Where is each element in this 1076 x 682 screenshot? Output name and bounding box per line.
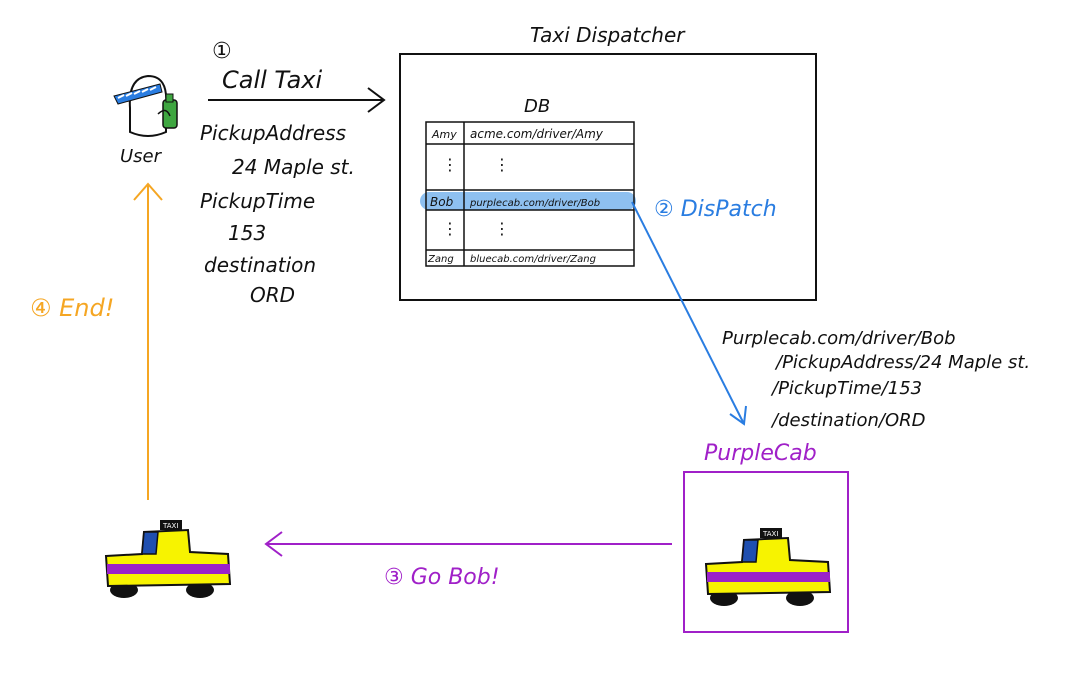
user-label: User xyxy=(120,146,163,167)
field-key-pickup-time: PickupTime xyxy=(200,189,315,213)
go-bob-label: ③ Go Bob! xyxy=(384,565,500,590)
db-row-url: ⋮ xyxy=(494,155,510,174)
db-row-url: purplecab.com/driver/Bob xyxy=(469,198,600,209)
request-url-line: /PickupTime/153 xyxy=(770,378,922,399)
call-arrow xyxy=(208,87,386,113)
call-step-label: ① xyxy=(212,39,232,64)
field-value-destination: ORD xyxy=(250,283,295,307)
field-key-destination: destination xyxy=(204,253,316,277)
request-url-line: Purplecab.com/driver/Bob xyxy=(722,328,956,349)
request-url-line: /destination/ORD xyxy=(770,410,926,431)
end-arrow xyxy=(133,182,163,500)
field-value-pickup-address: 24 Maple st. xyxy=(232,155,355,179)
db-row-name: ⋮ xyxy=(442,219,458,238)
taxi-icon: TAXI xyxy=(705,527,831,607)
call-taxi-label: Call Taxi xyxy=(222,66,322,94)
taxi-icon: TAXI xyxy=(105,519,231,599)
taxi-sign-text: TAXI xyxy=(162,522,178,530)
db-label: DB xyxy=(524,96,550,117)
request-url-line: /PickupAddress/24 Maple st. xyxy=(774,352,1030,373)
dispatch-arrow xyxy=(631,201,747,426)
go-bob-arrow xyxy=(264,531,672,557)
db-row-name: Amy xyxy=(431,128,457,141)
dispatcher-box xyxy=(399,53,817,301)
field-value-pickup-time: 153 xyxy=(228,221,266,245)
db-row-name: Bob xyxy=(430,195,454,209)
db-row-url: acme.com/driver/Amy xyxy=(470,127,604,141)
user-icon xyxy=(113,74,178,137)
db-row-url: ⋮ xyxy=(494,219,510,238)
purplecab-label: PurpleCab xyxy=(704,441,817,466)
end-label: ④ End! xyxy=(30,294,114,322)
taxi-sign-text: TAXI xyxy=(762,530,778,538)
db-row-name: ⋮ xyxy=(442,155,458,174)
db-table xyxy=(425,121,635,267)
dispatcher-title: Taxi Dispatcher xyxy=(530,23,686,47)
bob-row-highlight xyxy=(420,192,636,210)
purplecab-box xyxy=(683,471,849,633)
dispatch-label: ② DisPatch xyxy=(654,197,777,222)
field-key-pickup-address: PickupAddress xyxy=(200,121,346,145)
db-row-name: Zang xyxy=(427,254,454,265)
db-row-url: bluecab.com/driver/Zang xyxy=(470,254,596,265)
